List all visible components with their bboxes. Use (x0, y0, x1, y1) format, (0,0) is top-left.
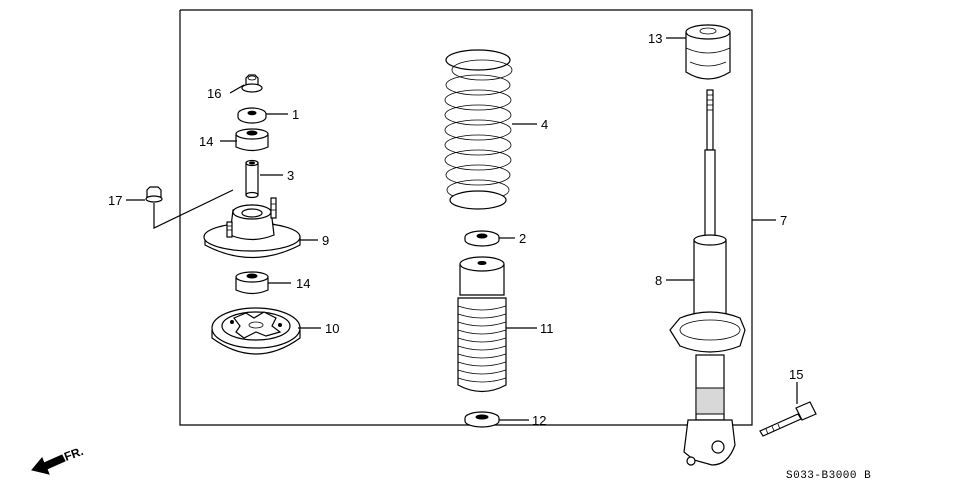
callout-4: 4 (541, 117, 548, 132)
callout-9: 9 (322, 233, 329, 248)
callout-labels: 16 1 14 3 17 9 14 10 4 2 11 12 13 7 8 15 (108, 31, 803, 428)
front-direction-marker: FR. (31, 444, 85, 475)
part-9-upper-mount (203, 197, 301, 258)
part-17-nut (145, 186, 163, 203)
part-4-coil-spring (444, 49, 513, 210)
callout-3: 3 (287, 168, 294, 183)
part-10-spring-seat (211, 307, 301, 355)
part-3-collar (245, 159, 259, 199)
callout-13: 13 (648, 31, 662, 46)
callout-17: 17 (108, 193, 122, 208)
part-13-bump-stop (685, 24, 731, 80)
callout-14-lower: 14 (296, 276, 310, 291)
part-1-washer (237, 107, 267, 124)
callout-10: 10 (325, 321, 339, 336)
callout-14-upper: 14 (199, 134, 213, 149)
part-16-nut (241, 74, 263, 93)
frame-outline (179, 9, 753, 426)
part-7-shock-absorber (669, 89, 746, 466)
callout-1: 1 (292, 107, 299, 122)
leader-lines (126, 37, 798, 421)
front-arrow-icon (31, 454, 66, 475)
diagram-code: S033-B3000 B (786, 470, 871, 482)
part-2-washer (464, 230, 500, 247)
callout-7: 7 (780, 213, 787, 228)
part-14-lower-bushing (235, 271, 269, 295)
callout-12: 12 (532, 413, 546, 428)
part-15-bolt (759, 401, 817, 437)
front-label: FR. (62, 444, 85, 464)
callout-8: 8 (655, 273, 662, 288)
part-12-washer (464, 411, 500, 428)
callout-2: 2 (519, 231, 526, 246)
part-14-upper-bushing (235, 128, 269, 152)
callout-15: 15 (789, 367, 803, 382)
callout-16: 16 (207, 86, 221, 101)
callout-11: 11 (540, 321, 554, 336)
part-11-dust-boot (457, 256, 507, 393)
